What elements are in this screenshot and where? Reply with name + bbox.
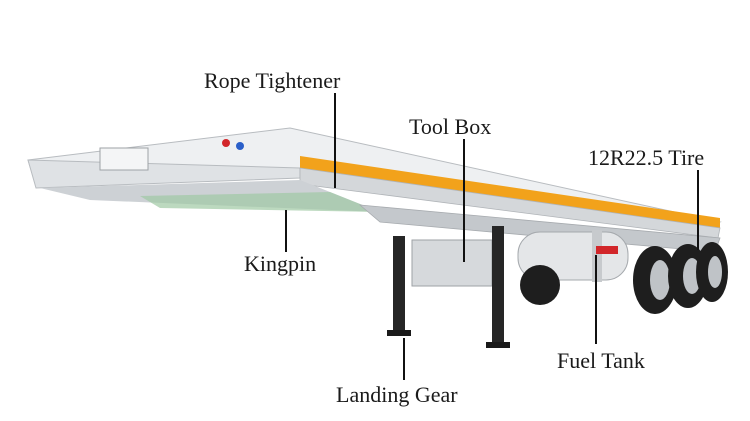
fuel-tank-marker [596, 246, 618, 254]
valve-red [222, 139, 230, 147]
wheel-4-rim [708, 256, 722, 288]
kingpin-plate [99, 147, 149, 171]
label-landing-gear: Landing Gear [336, 382, 458, 407]
landing-gear-right [492, 226, 504, 346]
wheel-1 [520, 265, 560, 305]
valve-blue [236, 142, 244, 150]
label-tool-box: Tool Box [409, 114, 492, 139]
label-tire: 12R22.5 Tire [588, 145, 705, 170]
landing-gear-left [393, 236, 405, 334]
label-fuel-tank: Fuel Tank [557, 348, 645, 373]
tool-box [411, 239, 493, 287]
underbody-shadow [140, 192, 380, 212]
label-kingpin: Kingpin [244, 251, 317, 276]
label-rope-tightener: Rope Tightener [204, 68, 341, 93]
landing-gear-foot-left [387, 330, 411, 336]
deck-side-stripe [300, 156, 720, 228]
wheel-2-rim [650, 260, 670, 300]
landing-gear-foot-right [486, 342, 510, 348]
